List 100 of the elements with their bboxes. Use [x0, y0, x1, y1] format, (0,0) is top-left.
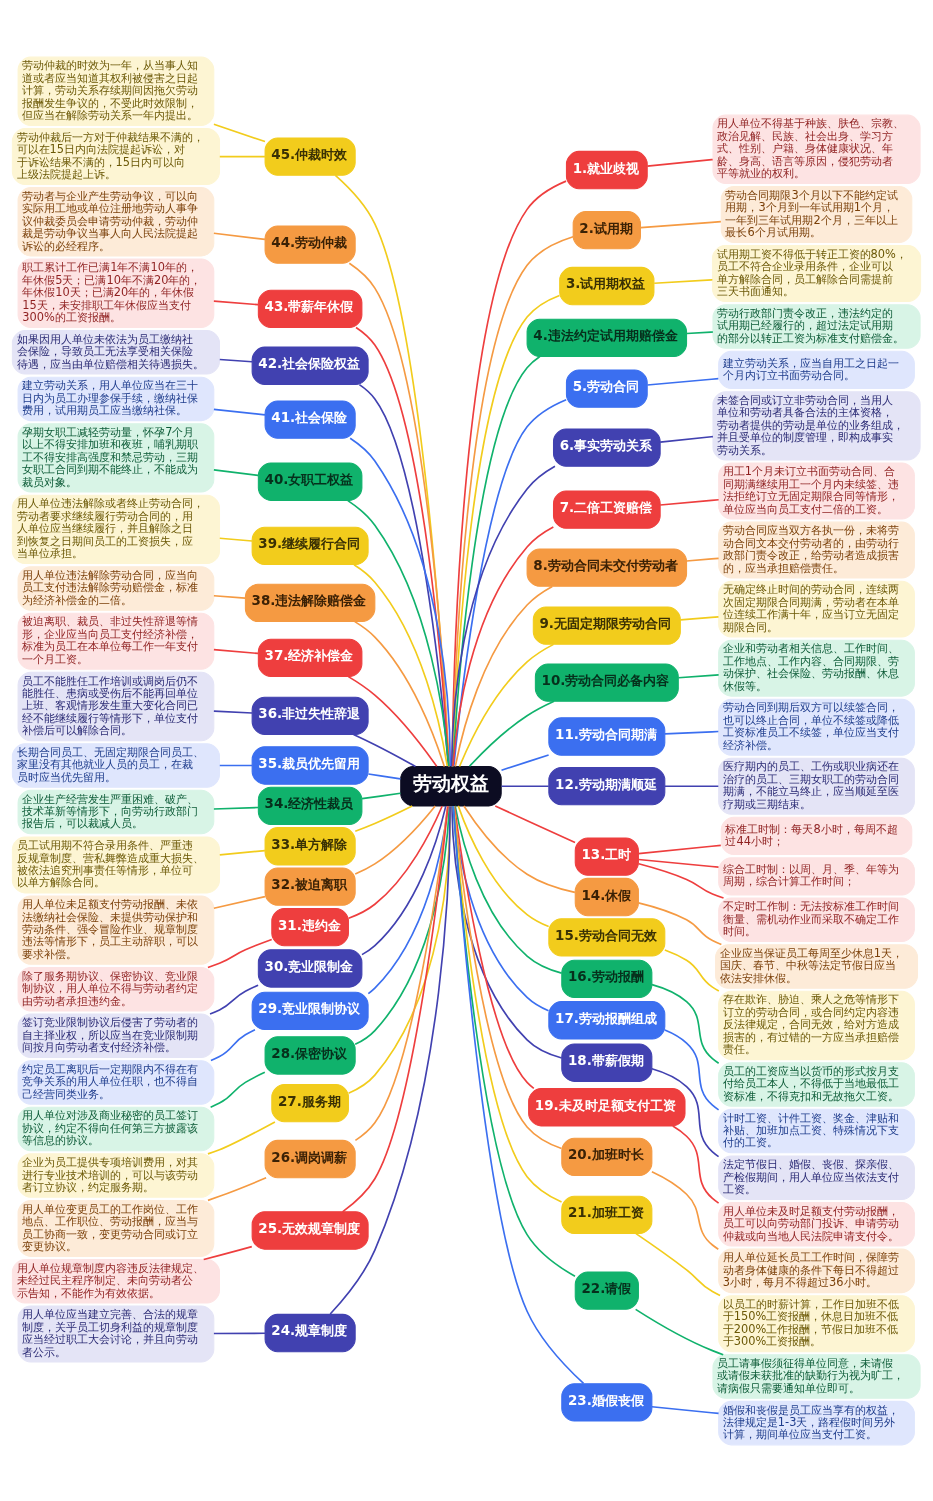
- connector: [651, 1170, 720, 1250]
- node-box: 用人单位规章制度内容违反法律规定、未经过民主程序制定、未向劳动者公示告知，不能作为有效依据。: [11, 1258, 221, 1303]
- connector: [452, 525, 555, 767]
- node-box: 被迫离职、裁员、非过失性辞退等情形，企业应当向员工支付经济补偿，标准为员工在本单位每工作一年支付一个月工资。: [17, 612, 215, 670]
- connector: [679, 615, 720, 621]
- node-box: 4.违法约定试用期赔偿金: [526, 318, 688, 357]
- node-box: 2.试用期: [572, 210, 641, 249]
- connector: [653, 278, 714, 284]
- connector: [218, 358, 253, 363]
- node-box: 劳动者与企业产生劳动争议，可以向实际用工地或单位注册地劳动人事争议仲裁委员会申请劳动仲裁，劳动仲裁是劳动争议当事人向人民法院提起诉讼的必经程序。: [17, 186, 215, 256]
- node-box: 用人单位应当建立完善、合法的规章制度，关乎员工切身利益的规章制度应当经过职工大会讨论，并且向劳动者公示。: [17, 1305, 215, 1363]
- node-box: 18.带薪假期: [561, 1043, 653, 1082]
- connector: [664, 1028, 720, 1111]
- connector: [353, 620, 446, 767]
- node-box: 不定时工作制：无法按标准工作时间衡量、需机动作业而采取不确定工作时间。: [718, 897, 915, 942]
- connector: [639, 220, 722, 228]
- connector: [659, 498, 720, 506]
- node-box: 劳动行政部门责令改正，违法约定的试用期已经履行的，超过法定试用期的部分以转正工资为标准支付赔偿金。: [712, 303, 921, 349]
- node-box: 29.竞业限制协议: [251, 991, 369, 1030]
- node-box: 劳动合同到期后双方可以续签合同，也可以终止合同，单位不续签或降低工资标准员工不续签，单位应当支付经济补偿。: [718, 698, 915, 756]
- connector: [500, 784, 550, 787]
- connector: [207, 1120, 276, 1155]
- node-box: 33.单方解除: [264, 826, 356, 865]
- node-box: 42.社会保险权益: [251, 346, 369, 385]
- node-box: 28.保密协议: [264, 1035, 356, 1075]
- node-box: 员工试用期不符合录用条件、严重违反规章制度、营私舞弊造成重大损失、被依法追究刑事责任等情形，单位可以单方解除合同。: [11, 835, 221, 893]
- connector: [457, 804, 550, 927]
- connector: [361, 804, 447, 955]
- connector: [347, 804, 443, 919]
- connector: [218, 764, 253, 766]
- connector: [659, 435, 714, 443]
- connector: [347, 675, 438, 767]
- node-box: 15.劳动合同无效: [548, 917, 666, 957]
- node-box: 标准工时制：每天8小时，每周不超过44小时；: [720, 816, 913, 855]
- connector: [213, 122, 266, 142]
- node-box: 用工1个月未订立书面劳动合同、合同期满继续用工一个月内未续签、违法拒绝订立无固定期限合同等情形，单位应当向员工支付二倍的工资。: [718, 462, 915, 520]
- node-box: 用人单位对涉及商业秘密的员工签订协议，约定不得向任何第三方披露该等信息的协议。: [17, 1106, 215, 1151]
- node-box: 用人单位违法解除劳动合同，应当向员工支付违法解除劳动赔偿金，标准为经济补偿金的二倍。: [17, 565, 215, 611]
- node-box: 25.无效规章制度: [251, 1210, 369, 1250]
- node-box: 14.休假: [574, 877, 639, 916]
- node-box: 企业应当保证员工每周至少休息1天，国庆、春节、中秋等法定节假日应当依法安排休假。: [715, 943, 919, 989]
- connector: [651, 1405, 720, 1414]
- connector: [213, 299, 259, 305]
- connector: [355, 326, 450, 767]
- connector: [494, 804, 576, 843]
- node-box: 未签合同或订立非劳动合同，当用人单位和劳动者具备合法的主体资格，劳动者提供的劳动是单位的业务组成，并且受单位的制度管理，即构成事实劳动关系。: [712, 390, 921, 460]
- connector: [451, 294, 561, 767]
- connector: [207, 938, 273, 968]
- connector: [213, 408, 266, 416]
- connector: [677, 673, 720, 679]
- connector: [635, 1232, 721, 1296]
- connector: [354, 804, 437, 875]
- node-box: 劳动权益: [400, 765, 502, 806]
- connector: [354, 804, 413, 832]
- connector: [213, 468, 259, 476]
- node-box: 试用期工资不得低于转正工资的80%，员工不符合企业录用条件，企业可以单方解除合同，员工解除合同需提前三天书面通知。: [711, 244, 922, 302]
- connector: [671, 1124, 720, 1204]
- node-box: 建立劳动关系，用人单位应当在三十日内为员工办理参保手续，缴纳社保费用，试用期员工应当缴纳社保。: [17, 376, 215, 421]
- node-box: 13.工时: [574, 836, 639, 876]
- node-box: 10.劳动合同必备内容: [534, 663, 679, 702]
- connector: [453, 398, 567, 767]
- node-box: 22.请假: [574, 1270, 639, 1310]
- node-box: 用人单位违法解除或者终止劳动合同，劳动者要求继续履行劳动合同的，用人单位应当继续履行，并且解除之日到恢复之日期间员工的工资损失，应当单位承担。: [11, 494, 221, 564]
- node-box: 17.劳动报酬组成: [548, 1000, 666, 1039]
- connector: [468, 700, 555, 767]
- connector: [352, 733, 417, 767]
- node-box: 38.违法解除赔偿金: [244, 583, 376, 622]
- node-box: 8.劳动合同未交付劳动者: [526, 548, 688, 587]
- connector: [207, 1176, 267, 1201]
- node-box: 43.带薪年休假: [257, 289, 363, 328]
- node-box: 41.社会保险: [264, 399, 356, 439]
- node-box: 医疗期内的员工、工伤或职业病还在治疗的员工、三期女职工的劳动合同期满，不能立马终止，应当顺延至医疗期或三期结束。: [718, 757, 915, 815]
- node-box: 31.违约金: [271, 907, 349, 946]
- node-box: 法定节假日、婚假、丧假、探亲假、产检假期间，用人单位应当依法支付工资。: [718, 1154, 915, 1200]
- connector: [213, 231, 266, 240]
- connector: [348, 261, 450, 767]
- node-box: 企业和劳动者相关信息、工作时间、工作地点、工作内容、合同期限、劳动保护、社会保险、劳动报酬、休息休假等。: [718, 639, 915, 697]
- node-box: 如果因用人单位未依法为员工缴纳社会保险，导致员工无法享受相关保险待遇，应当由单位赔偿相关待遇损失。: [11, 329, 221, 375]
- connector: [646, 158, 714, 167]
- node-box: 企业生产经营发生严重困难、破产、技术革新等情形下，向劳动行政部门报告后，可以裁减人员。: [17, 789, 215, 834]
- connector: [353, 563, 449, 767]
- node-box: 用人单位未足额支付劳动报酬、未依法缴纳社会保险、未提供劳动保护和劳动条件、强令冒险作业、规章制度违法等情形下，员工主动辞职，可以要求补偿。: [17, 894, 215, 965]
- node-box: 签订竞业限制协议后侵害了劳动者的自主择业权，所以应当在竞业限制期间按月向劳动者支付经济补偿。: [17, 1013, 215, 1058]
- connector: [361, 791, 402, 799]
- node-box: 12.劳动期满顺延: [548, 766, 666, 805]
- node-box: 以员工的时薪计算，工作日加班不低于150%工资报酬，休息日加班不低于200%工作报酬，节假日加班不低于300%工资报酬。: [718, 1294, 915, 1352]
- connector: [213, 806, 259, 810]
- node-box: 长期合同员工、无固定期限合同员工、家里没有其他就业人员的员工，在裁员时应当优先留用。: [11, 742, 221, 788]
- connector: [218, 536, 253, 542]
- connector: [209, 1071, 266, 1108]
- connector: [452, 804, 585, 1384]
- node-box: 26.调岗调薪: [264, 1139, 356, 1178]
- connector: [637, 844, 722, 854]
- node-box: 16.劳动报酬: [561, 959, 653, 998]
- connector: [454, 585, 554, 767]
- node-box: 企业为员工提供专项培训费用，对其进行专业技术培训的，可以与该劳动者订立协议，约定服务期。: [17, 1152, 215, 1198]
- connector: [664, 730, 720, 735]
- connector: [349, 436, 452, 767]
- connector: [685, 556, 720, 562]
- node-box: 37.经济补偿金: [257, 638, 363, 677]
